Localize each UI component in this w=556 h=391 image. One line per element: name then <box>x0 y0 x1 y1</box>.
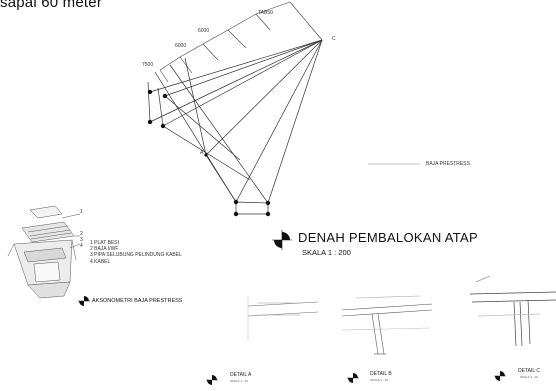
node-point <box>233 199 239 205</box>
node-point <box>265 211 271 217</box>
detail-b-scale: SKALA 1 : 10 <box>370 378 388 382</box>
node-point <box>147 89 153 95</box>
detail-a-scale: SKALA 1 : 10 <box>230 379 248 383</box>
node-point <box>160 123 166 129</box>
title-marker <box>272 230 292 250</box>
axo-number: 2 <box>80 231 83 237</box>
dimension-lines <box>159 1 323 83</box>
axonometric-drawing <box>7 205 81 299</box>
detail-c-marker <box>494 371 506 381</box>
axo-number: 3 <box>80 237 83 243</box>
detail-c-label: DETAIL C <box>518 368 540 374</box>
dim-label: TAB50 <box>258 10 273 16</box>
node-point <box>233 211 239 217</box>
point-label-c: C <box>332 36 336 42</box>
detail-a-label: DETAIL A <box>230 372 252 378</box>
axo-number: 4 <box>80 243 83 249</box>
dim-label: 6000 <box>175 43 187 49</box>
detail-c-scale: SKALA 1 : 10 <box>520 375 538 379</box>
node-point <box>204 153 208 157</box>
detail-b-label: DETAIL B <box>370 371 392 377</box>
axo-legend: 1 PLAT BESI 2 BAJA I/WF 3 PIPA SELUBUNG … <box>90 240 182 265</box>
cable-lines <box>147 39 323 215</box>
detail-c-drawing <box>469 275 556 347</box>
axo-number: 1 <box>80 209 83 215</box>
legend-item: 1 PLAT BESI <box>90 240 119 246</box>
main-title: DENAH PEMBALOKAN ATAP <box>298 230 478 245</box>
node-point <box>147 119 153 125</box>
node-points <box>147 89 271 217</box>
pipe-legend-label: BAJA PRESTRESS <box>426 161 470 167</box>
dim-label: 7500 <box>142 62 154 68</box>
detail-a-marker <box>206 375 218 385</box>
axo-title: AKSONOMETRI BAJA PRESTRESS <box>92 298 183 304</box>
legend-item: 4 KABEL <box>90 258 111 265</box>
scale-label: SKALA 1 : 200 <box>302 248 351 257</box>
detail-b-marker <box>347 373 359 383</box>
dim-label: 6000 <box>198 28 210 34</box>
node-point <box>265 200 271 206</box>
legend-item: 3 PIPA SELUBUNG PELINDUNG KABEL <box>90 252 182 259</box>
header-text: sapai 60 meter <box>0 0 103 11</box>
axo-title-marker <box>78 296 90 306</box>
node-point <box>162 93 168 99</box>
detail-b-drawing <box>341 295 433 355</box>
detail-a-drawing <box>247 296 319 340</box>
legend-item: 2 BAJA I/WF <box>90 246 119 253</box>
point-label-a: A <box>200 150 204 156</box>
